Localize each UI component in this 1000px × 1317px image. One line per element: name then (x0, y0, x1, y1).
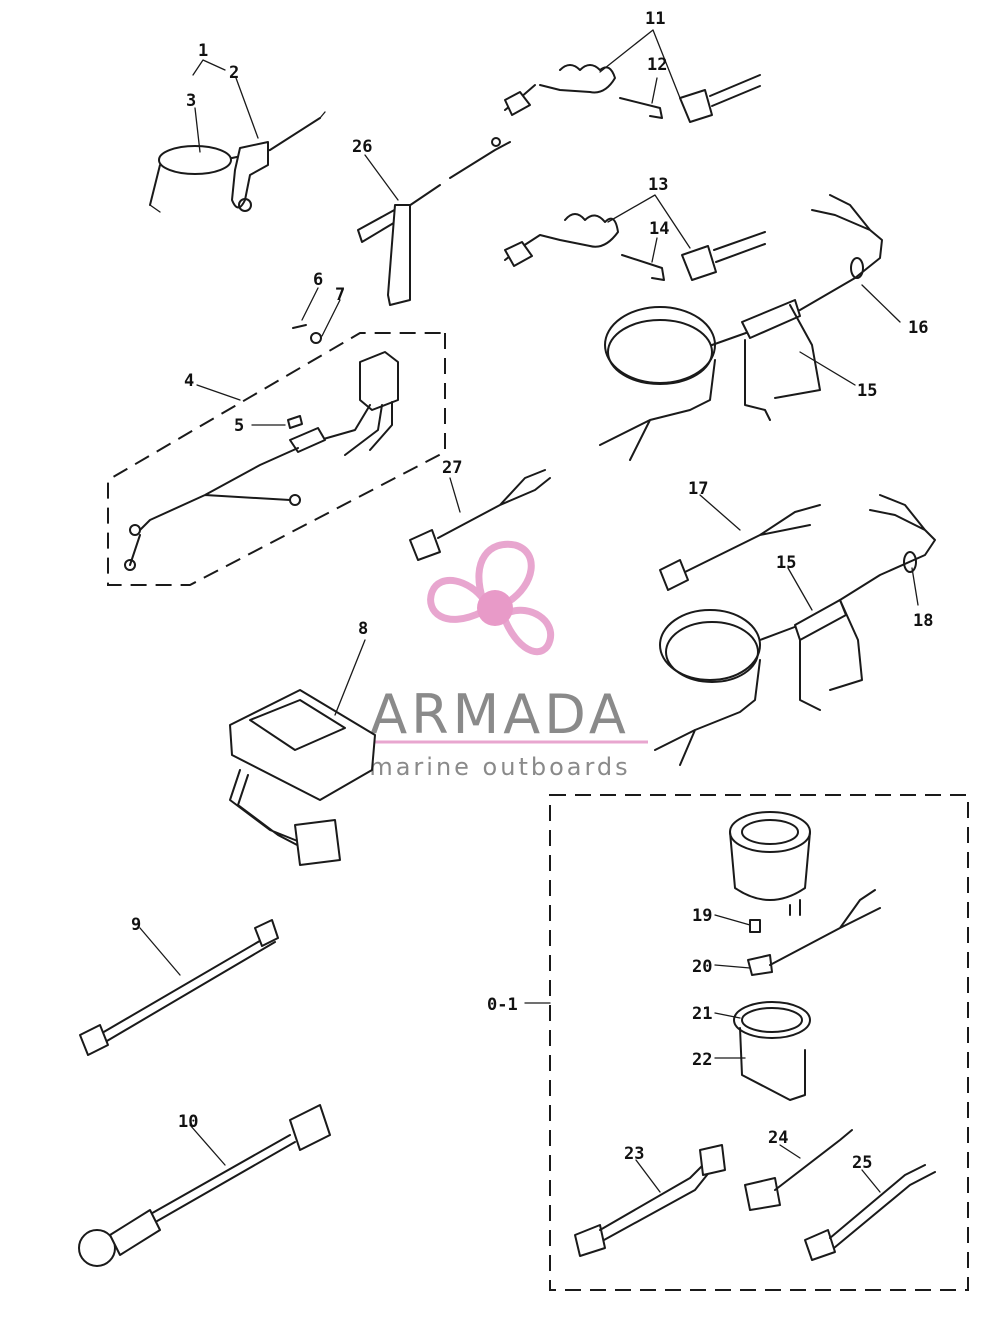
callout-12: 12 (647, 55, 667, 75)
callout-24: 24 (768, 1128, 788, 1148)
part-lead-27 (409, 469, 551, 561)
callout-16: 16 (908, 318, 928, 338)
part-lanyard-switch-b (504, 213, 766, 281)
part-sensor-lead (357, 137, 511, 306)
callout-4: 4 (184, 371, 194, 391)
callout-22: 22 (692, 1050, 712, 1070)
watermark-logo: ARMADA marine outboards (350, 540, 648, 781)
callout-labels: 1 2 3 11 12 26 13 14 6 7 16 4 15 5 27 17… (131, 9, 933, 1173)
callout-0-1: 0-1 (487, 995, 518, 1015)
callout-9: 9 (131, 915, 141, 935)
callout-17: 17 (688, 479, 708, 499)
part-rectifier-harness (124, 324, 399, 571)
part-lead-clamp (149, 111, 326, 213)
callout-3: 3 (186, 91, 196, 111)
callout-19: 19 (692, 906, 712, 926)
kit-box-4 (107, 332, 446, 586)
callout-5: 5 (234, 416, 244, 436)
callout-26: 26 (352, 137, 372, 157)
callout-8: 8 (358, 619, 368, 639)
kit-box-0-1 (549, 794, 969, 1291)
part-cable-10 (78, 1104, 331, 1267)
callout-18: 18 (913, 611, 933, 631)
part-cable-9 (79, 919, 279, 1056)
part-control-module (229, 689, 376, 866)
callout-14: 14 (649, 219, 669, 239)
callout-6: 6 (313, 270, 323, 290)
callout-25: 25 (852, 1153, 872, 1173)
leader-lines (139, 29, 919, 1193)
callout-13: 13 (648, 175, 668, 195)
callout-15-upper: 15 (857, 381, 877, 401)
callout-20: 20 (692, 957, 712, 977)
callout-15-lower: 15 (776, 553, 796, 573)
callout-21: 21 (692, 1004, 712, 1024)
part-extension-harness-b (654, 494, 936, 766)
part-lead-17 (659, 504, 821, 591)
callout-10: 10 (178, 1112, 198, 1132)
part-lanyard-switch-a (504, 64, 761, 123)
propeller-icon (427, 540, 555, 656)
callout-27: 27 (442, 458, 462, 478)
brand-name: ARMADA (370, 683, 630, 746)
brand-tagline: marine outboards (369, 753, 630, 781)
part-extension-harness-a (599, 194, 883, 461)
callout-2: 2 (229, 63, 239, 83)
callout-11: 11 (645, 9, 665, 29)
part-gauge-kit (574, 811, 936, 1261)
callout-7: 7 (335, 285, 345, 305)
callout-23: 23 (624, 1144, 644, 1164)
callout-1: 1 (198, 41, 208, 61)
